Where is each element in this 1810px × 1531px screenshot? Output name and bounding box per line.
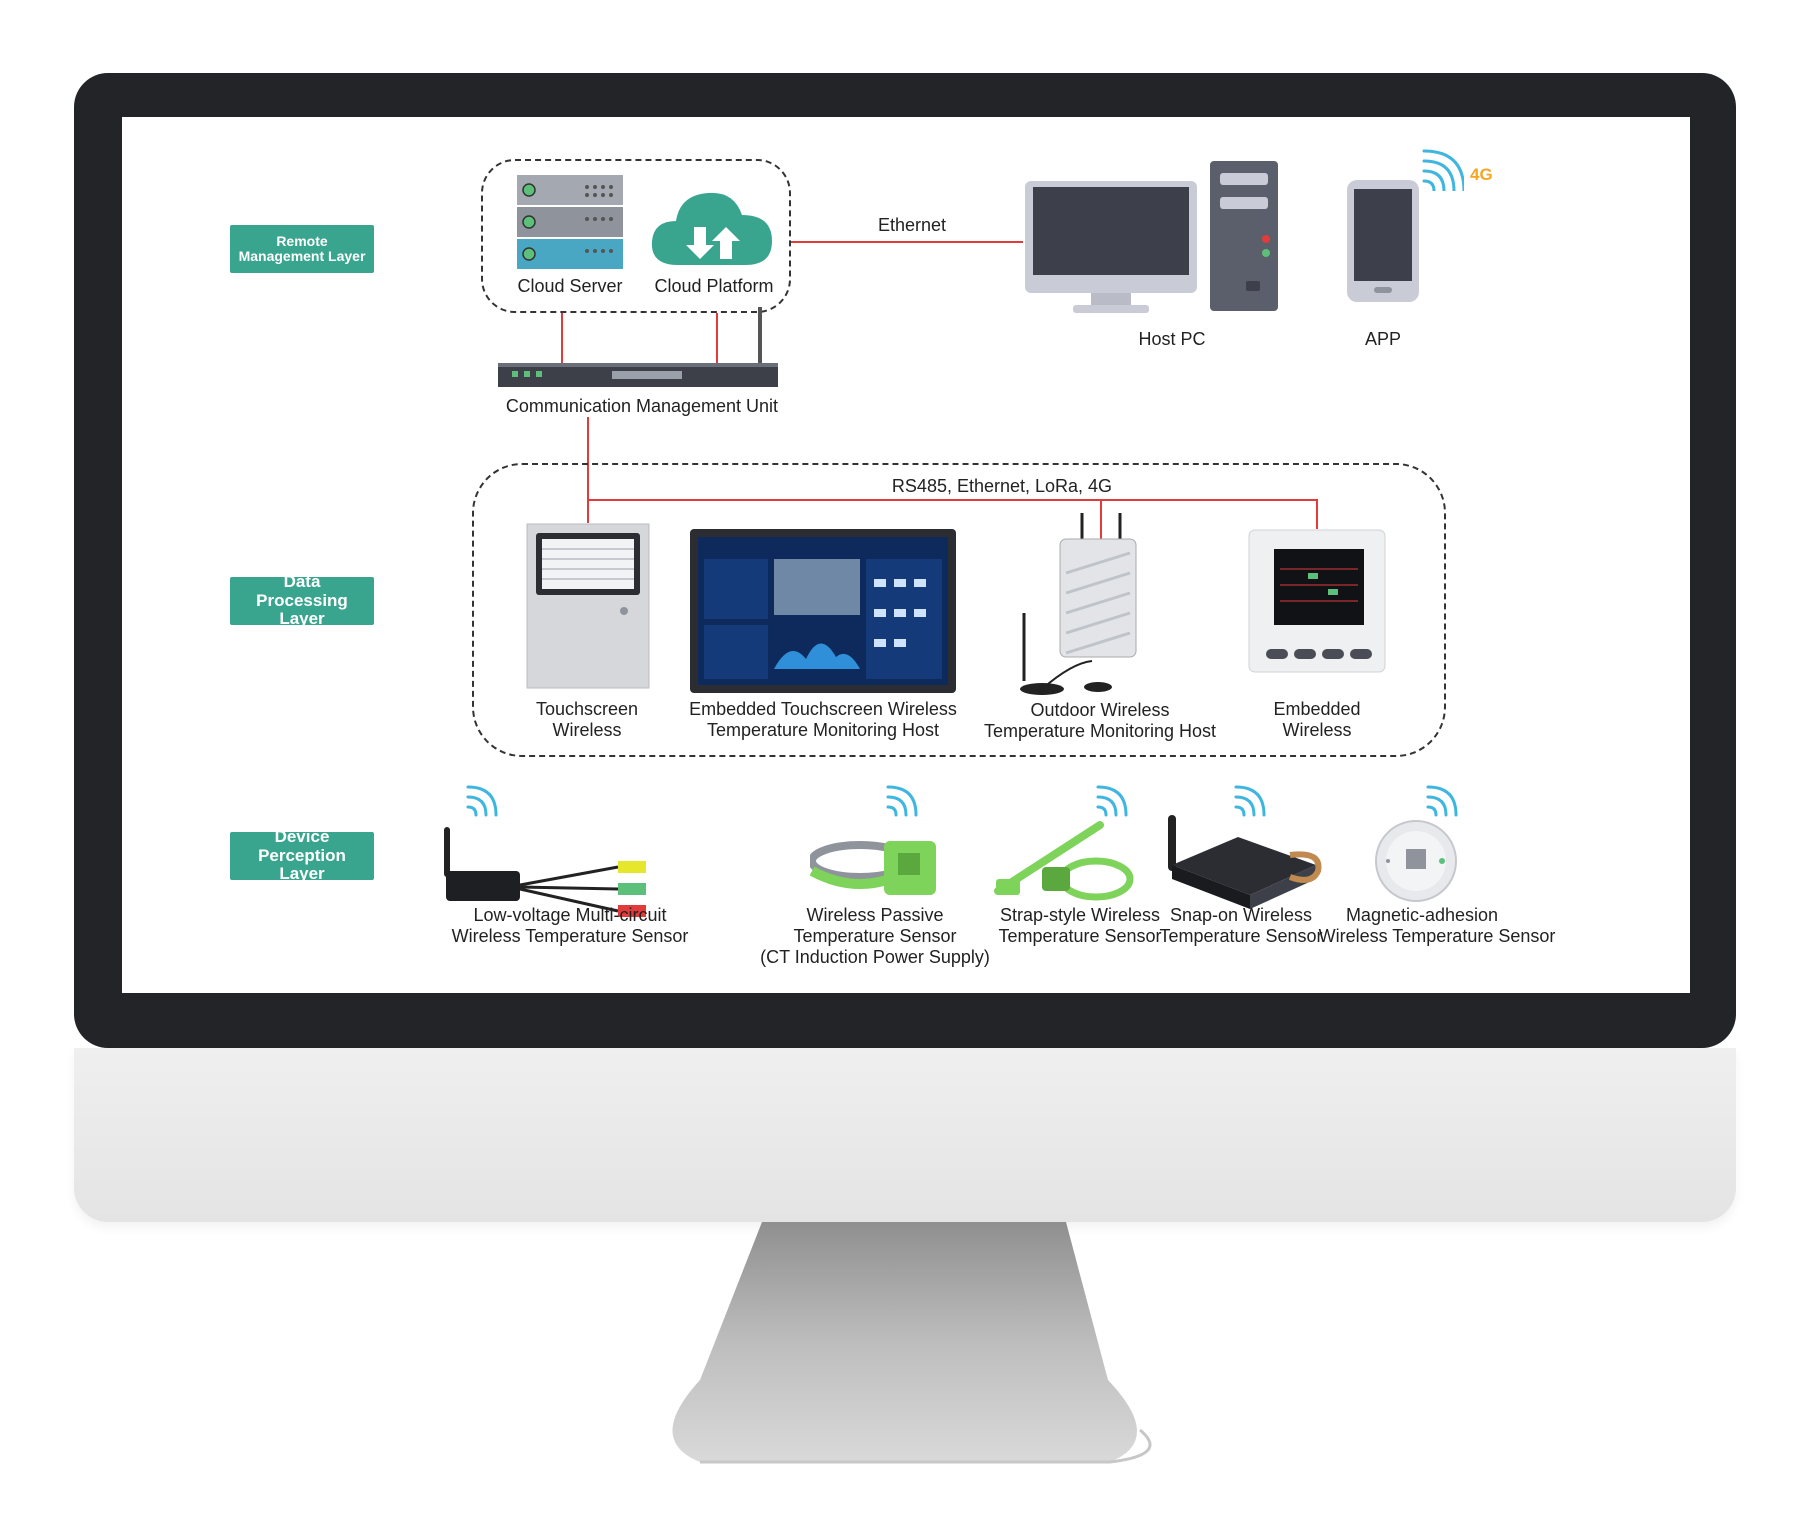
snap-on-sensor-icon [1168, 815, 1322, 909]
device-3-label-line1: Outdoor Wireless [1030, 700, 1170, 720]
pc-tower-icon [1210, 161, 1278, 311]
screen: Remote Management Layer Data Processing … [122, 117, 1690, 993]
phone-icon [1347, 180, 1419, 302]
cmu-to-data-link [587, 417, 589, 513]
data-layer-badge: Data Processing Layer [230, 572, 374, 628]
bus-line [587, 499, 1317, 501]
device-1-label-line1: Touchscreen [535, 699, 639, 719]
app-label: APP [1364, 329, 1402, 349]
embedded-touchscreen-icon [690, 529, 956, 693]
sensor-5-label-line1: Magnetic-adhesion [1345, 905, 1499, 925]
magnetic-sensor-icon [1375, 820, 1457, 902]
ethernet-link [791, 241, 1023, 243]
ct-passive-sensor-icon [810, 841, 936, 895]
comm-unit-label: Communication Management Unit [505, 396, 779, 416]
cloud-server-label: Cloud Server [517, 276, 623, 296]
wifi-signal-icon [886, 785, 918, 817]
sensor-1-label-line1: Low-voltage Multi-circuit [473, 905, 667, 925]
4g-badge: 4G [1470, 165, 1493, 184]
device-2-label-line2: Temperature Monitoring Host [706, 720, 940, 740]
sensor-5-label-line2: Wireless Temperature Sensor [1318, 926, 1556, 946]
device-3-label-line2: Temperature Monitoring Host [983, 721, 1217, 741]
multi-circuit-sensor-icon [444, 827, 646, 917]
router-unit-icon [498, 307, 778, 387]
remote-layer-badge: Remote Management Layer [230, 225, 374, 273]
cloud-platform-label: Cloud Platform [654, 276, 774, 296]
embedded-panel-icon [1248, 529, 1386, 673]
sensor-3-label-line1: Strap-style Wireless [999, 905, 1161, 925]
cloud-group-box [481, 159, 791, 313]
monitor-chin [74, 1048, 1736, 1222]
bus-drop-3 [1100, 499, 1102, 541]
server-to-cmu-link [561, 313, 563, 371]
host-pc-label: Host PC [1138, 329, 1206, 349]
sensor-4-label-line1: Snap-on Wireless [1169, 905, 1313, 925]
wifi-signal-icon [1426, 785, 1458, 817]
device-2-label-line1: Embedded Touchscreen Wireless [689, 699, 957, 719]
wifi-signal-icon [466, 785, 498, 817]
sensor-2-label-line2: Temperature Sensor [793, 926, 957, 946]
data-group-box [472, 463, 1446, 757]
outdoor-host-icon [1020, 513, 1137, 695]
sensor-2-label-line3: (CT Induction Power Supply) [760, 947, 990, 967]
sensor-4-label-line2: Temperature Sensor [1159, 926, 1323, 946]
ethernet-label: Ethernet [877, 215, 947, 235]
device-4-label-line1: Embedded [1273, 699, 1361, 719]
cloud-upload-icon [651, 192, 772, 265]
monitor-icon [1025, 181, 1197, 313]
device-1-label-line2: Wireless [552, 720, 622, 740]
device-4-label-line2: Wireless [1282, 720, 1352, 740]
device-layer-badge: Device Perception Layer [230, 827, 374, 883]
bus-drop-4 [1316, 499, 1318, 529]
server-icon [517, 175, 623, 269]
platform-to-cmu-link [716, 313, 718, 371]
protocols-label: RS485, Ethernet, LoRa, 4G [891, 476, 1113, 496]
touchscreen-cabinet-icon [526, 523, 650, 689]
wifi-signal-icon [1234, 785, 1266, 817]
sensor-3-label-line2: Temperature Sensor [998, 926, 1162, 946]
bus-drop-1 [587, 499, 589, 523]
sensor-1-label-line2: Wireless Temperature Sensor [451, 926, 689, 946]
wifi-signal-icon [1422, 149, 1464, 191]
strap-sensor-icon [994, 821, 1134, 901]
sensor-2-label-line1: Wireless Passive [806, 905, 944, 925]
wifi-signal-icon [1096, 785, 1128, 817]
